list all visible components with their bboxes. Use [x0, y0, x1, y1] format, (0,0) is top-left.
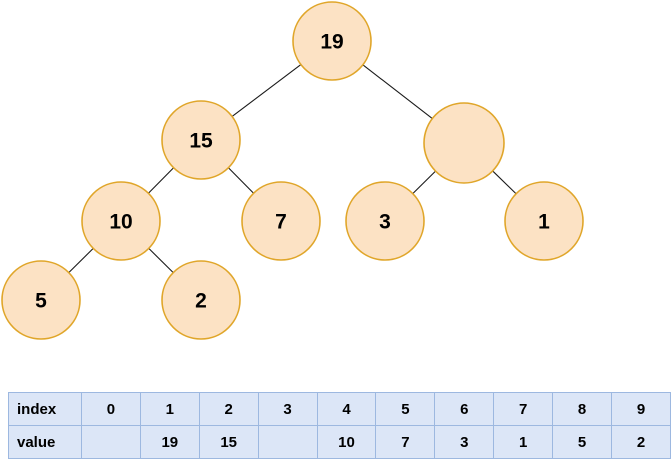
tree-node-10[interactable]: 10	[81, 181, 161, 261]
row-label-index: index	[8, 392, 82, 426]
tree-node-7[interactable]: 7	[241, 181, 321, 261]
tree-edge	[412, 170, 436, 194]
node-circle[interactable]	[504, 181, 584, 261]
value-cell-6: 3	[434, 425, 495, 459]
index-cell-5: 5	[375, 392, 436, 426]
index-cell-0: 0	[80, 392, 141, 426]
value-cell-8: 5	[552, 425, 612, 459]
node-circle[interactable]	[81, 181, 161, 261]
tree-edge	[148, 167, 174, 194]
tree-node-15[interactable]: 15	[161, 100, 241, 180]
node-circle[interactable]	[345, 181, 425, 261]
value-cell-3	[257, 425, 318, 459]
tree-node-empty[interactable]	[423, 102, 505, 184]
node-label: 7	[275, 211, 287, 234]
index-cell-7: 7	[493, 392, 554, 426]
node-circle[interactable]	[1, 260, 81, 340]
value-cell-0	[80, 425, 141, 459]
node-label: 15	[189, 130, 213, 153]
node-label: 2	[195, 290, 207, 313]
row-label-value: value	[8, 425, 82, 459]
value-cell-7: 1	[493, 425, 554, 459]
index-cell-8: 8	[552, 392, 612, 426]
node-circle[interactable]	[292, 1, 372, 81]
tree-node-19[interactable]: 19	[292, 1, 372, 81]
node-label: 3	[379, 211, 391, 234]
tree-node-1[interactable]: 1	[504, 181, 584, 261]
node-circle[interactable]	[161, 260, 241, 340]
index-cell-4: 4	[316, 392, 377, 426]
tree-edge	[148, 248, 174, 273]
tree-node-2[interactable]: 2	[161, 260, 241, 340]
index-cell-3: 3	[257, 392, 318, 426]
tree-edge	[362, 64, 433, 119]
node-label: 1	[538, 211, 550, 234]
node-label: 5	[35, 290, 47, 313]
value-cell-4: 10	[316, 425, 377, 459]
tree-edge	[492, 170, 517, 195]
node-label: 19	[320, 31, 343, 54]
index-cell-9: 9	[611, 392, 671, 426]
value-cell-1: 19	[139, 425, 200, 459]
index-cell-2: 2	[198, 392, 259, 426]
tree-node-5[interactable]: 5	[1, 260, 81, 340]
value-cell-5: 7	[375, 425, 436, 459]
value-cell-9: 2	[611, 425, 671, 459]
index-cell-6: 6	[434, 392, 495, 426]
node-circle[interactable]	[241, 181, 321, 261]
tree-node-3[interactable]: 3	[345, 181, 425, 261]
tree-edge	[231, 64, 302, 117]
node-circle[interactable]	[161, 100, 241, 180]
index-cell-1: 1	[139, 392, 200, 426]
tree-edge	[228, 167, 254, 194]
node-label: 10	[109, 211, 132, 234]
tree-edge	[68, 248, 94, 273]
value-cell-2: 15	[198, 425, 259, 459]
node-circle[interactable]	[423, 102, 505, 184]
